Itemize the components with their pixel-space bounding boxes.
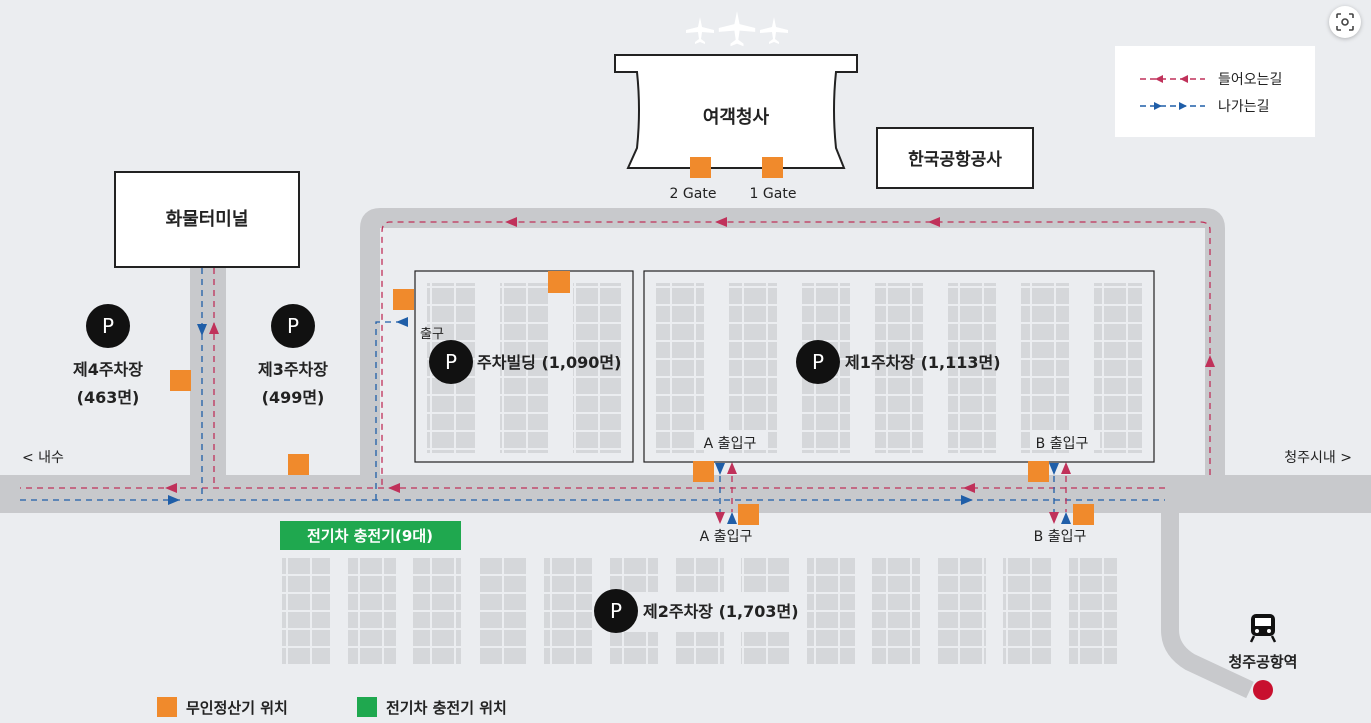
- passenger-terminal[interactable]: 여객청사 2 Gate 1 Gate: [614, 54, 858, 202]
- naesu-label: < 내수: [22, 450, 64, 466]
- kac-building[interactable]: 한국공항공사: [876, 127, 1034, 189]
- station-marker: [1253, 680, 1273, 700]
- parking-icon: [271, 304, 315, 348]
- parking-icon-letter: P: [445, 350, 457, 374]
- cargo-label: 화물터미널: [166, 209, 249, 230]
- outbound-arrow: [727, 512, 737, 524]
- kiosk-legend-label: 무인정산기 위치: [186, 699, 288, 717]
- kiosk-marker: [393, 289, 414, 310]
- kiosk-marker: [693, 461, 714, 482]
- inbound-arrow: [388, 483, 400, 493]
- cargo-terminal[interactable]: 화물터미널: [114, 171, 300, 268]
- lot3-label: 제3주차장: [258, 360, 328, 379]
- b-entrance-top-label: B 출입구: [1036, 436, 1089, 452]
- parking-lot-3[interactable]: P 제3주차장 (499면): [258, 304, 328, 475]
- scan-button[interactable]: [1329, 6, 1361, 38]
- lot4-count: (463면): [77, 388, 140, 407]
- a-entrance-bottom-label: A 출입구: [700, 529, 753, 545]
- inbound-arrow: [209, 322, 219, 334]
- inbound-arrow: [1061, 462, 1071, 474]
- a-entrance-top-label: A 출입구: [704, 436, 757, 452]
- inbound-arrow: [165, 483, 177, 493]
- inbound-arrow: [963, 483, 975, 493]
- ev-legend-label: 전기차 충전기 위치: [386, 699, 507, 717]
- kiosk-marker: [548, 271, 570, 293]
- outbound-arrow: [1061, 512, 1071, 524]
- kac-label: 한국공항공사: [908, 149, 1002, 170]
- gate-1-label: 1 Gate: [750, 186, 797, 202]
- parking-lot-4[interactable]: P 제4주차장 (463면): [73, 304, 191, 407]
- parking-icon-letter: P: [287, 314, 299, 338]
- cheongju-airport-station[interactable]: 청주공항역: [1228, 614, 1298, 700]
- parking-icon: [429, 340, 473, 384]
- inbound-arrow: [727, 462, 737, 474]
- legend-outbound: 나가는길: [1218, 99, 1270, 115]
- gate-2-label: 2 Gate: [670, 186, 717, 202]
- cheongju-city-label: 청주시내 >: [1284, 450, 1352, 466]
- roads: [0, 208, 1371, 699]
- ev-legend-swatch: [357, 697, 377, 717]
- lot3-count: (499면): [262, 388, 325, 407]
- inbound-arrow: [928, 217, 940, 227]
- parking-icon-letter: P: [812, 350, 824, 374]
- kiosk-marker: [690, 157, 711, 178]
- cargo-road: [190, 265, 226, 485]
- outbound-arrow: [715, 463, 725, 475]
- kiosk-marker: [1028, 461, 1049, 482]
- kiosk-marker: [762, 157, 783, 178]
- kiosk-legend-swatch: [157, 697, 177, 717]
- kiosk-marker: [1073, 504, 1094, 525]
- main-road: [0, 475, 1371, 513]
- direction-legend: 들어오는길 나가는길: [1115, 46, 1315, 137]
- ev-charger-label: 전기차 충전기(9대): [307, 527, 433, 545]
- kiosk-marker: [288, 454, 309, 475]
- inbound-arrow: [715, 217, 727, 227]
- arrow-heads: [165, 217, 1215, 524]
- outbound-arrow: [168, 495, 180, 505]
- airplane-icon: [686, 11, 788, 47]
- parking-icon-letter: P: [102, 314, 114, 338]
- parking-building[interactable]: P 주차빌딩 (1,090면): [414, 270, 634, 463]
- lot2-label: 제2주차장 (1,703면): [643, 602, 799, 621]
- kiosk-marker: [738, 504, 759, 525]
- train-icon: [1249, 614, 1277, 643]
- lot1-label: 제1주차장 (1,113면): [845, 353, 1001, 372]
- bottom-legend: 무인정산기 위치 전기차 충전기 위치: [157, 697, 507, 717]
- parking-lot-1[interactable]: P 제1주차장 (1,113면) A 출입구 B 출입구: [643, 270, 1155, 463]
- scan-icon: [1336, 13, 1354, 31]
- inbound-arrow: [505, 217, 517, 227]
- lot4-label: 제4주차장: [73, 360, 143, 379]
- outbound-arrow: [1049, 463, 1059, 475]
- ev-charger-area[interactable]: 전기차 충전기(9대): [280, 521, 461, 550]
- station-label: 청주공항역: [1228, 653, 1297, 671]
- parking-icon: [594, 589, 638, 633]
- parking-icon-letter: P: [610, 599, 622, 623]
- station-road: [1161, 505, 1254, 699]
- outbound-arrow: [197, 324, 207, 336]
- inbound-arrow: [715, 512, 725, 524]
- direction-lines: [20, 221, 1211, 512]
- inbound-arrow: [1049, 512, 1059, 524]
- loop-road: [360, 208, 1225, 490]
- terminal-label: 여객청사: [703, 107, 770, 128]
- parking-icon: [86, 304, 130, 348]
- legend-inbound: 들어오는길: [1218, 72, 1282, 88]
- exit-label: 출구: [420, 327, 444, 342]
- parking-icon: [796, 340, 840, 384]
- building-label: 주차빌딩 (1,090면): [477, 353, 621, 372]
- outbound-arrow: [961, 495, 973, 505]
- outbound-arrow: [396, 317, 408, 327]
- kiosk-marker: [170, 370, 191, 391]
- parking-lot-2[interactable]: P 제2주차장 (1,703면): [282, 557, 1117, 665]
- b-entrance-bottom-label: B 출입구: [1034, 529, 1087, 545]
- inbound-arrow: [1205, 355, 1215, 367]
